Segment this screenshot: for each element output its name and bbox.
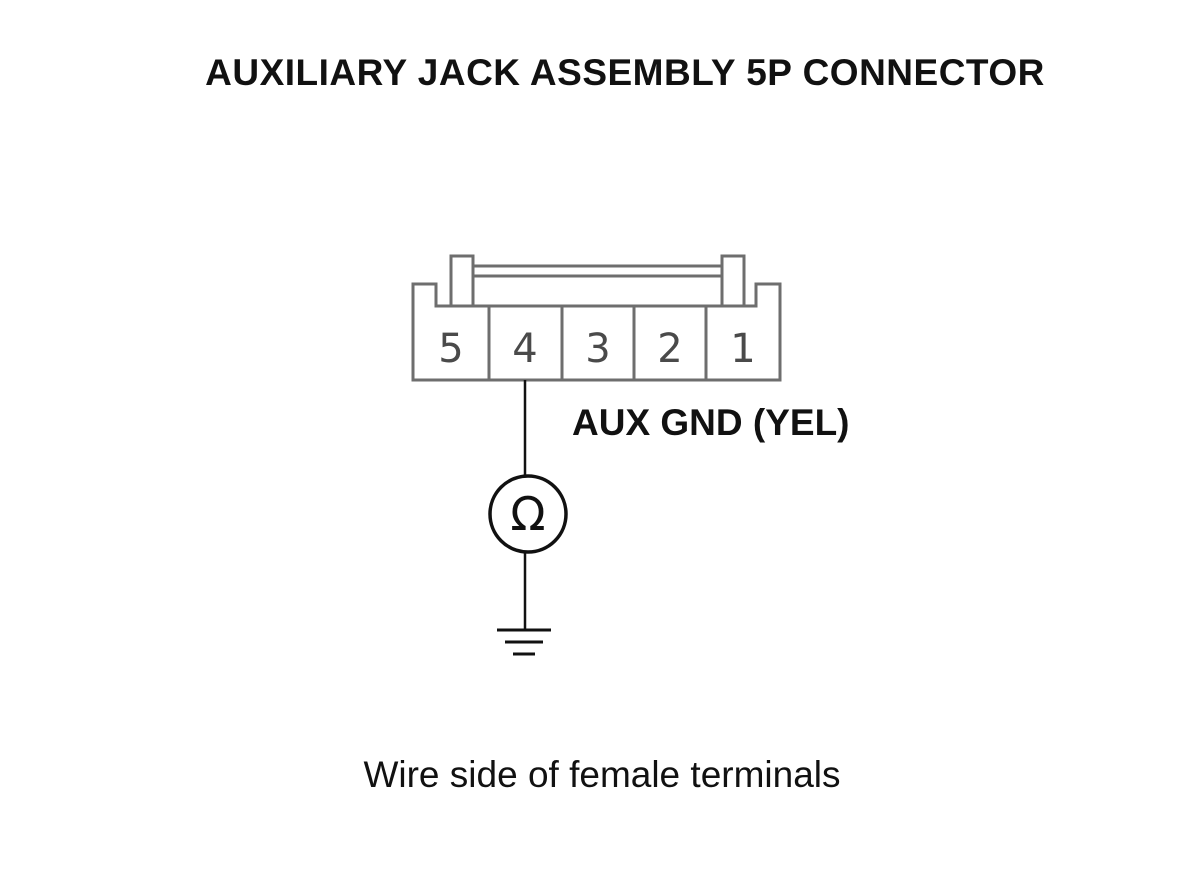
diagram-caption: Wire side of female terminals bbox=[363, 754, 840, 795]
right-latch-tab bbox=[720, 254, 746, 308]
housing-outline bbox=[411, 282, 782, 382]
ohmmeter-icon: Ω bbox=[488, 474, 568, 554]
ground-icon bbox=[497, 628, 551, 656]
connector-housing bbox=[411, 254, 782, 382]
pin-number-2: 2 bbox=[657, 326, 682, 372]
wire-label: AUX GND (YEL) bbox=[572, 402, 850, 443]
pin-number-1: 1 bbox=[730, 326, 755, 372]
pin-number-3: 3 bbox=[585, 326, 610, 372]
pin-numbers: 5 4 3 2 1 bbox=[438, 326, 755, 372]
pin-number-4: 4 bbox=[512, 326, 537, 372]
diagram-title: AUXILIARY JACK ASSEMBLY 5P CONNECTOR bbox=[205, 52, 1045, 93]
ohm-symbol: Ω bbox=[510, 487, 545, 541]
latch-bridge bbox=[471, 264, 724, 278]
pin-number-5: 5 bbox=[438, 326, 463, 372]
left-latch-tab bbox=[449, 254, 475, 308]
